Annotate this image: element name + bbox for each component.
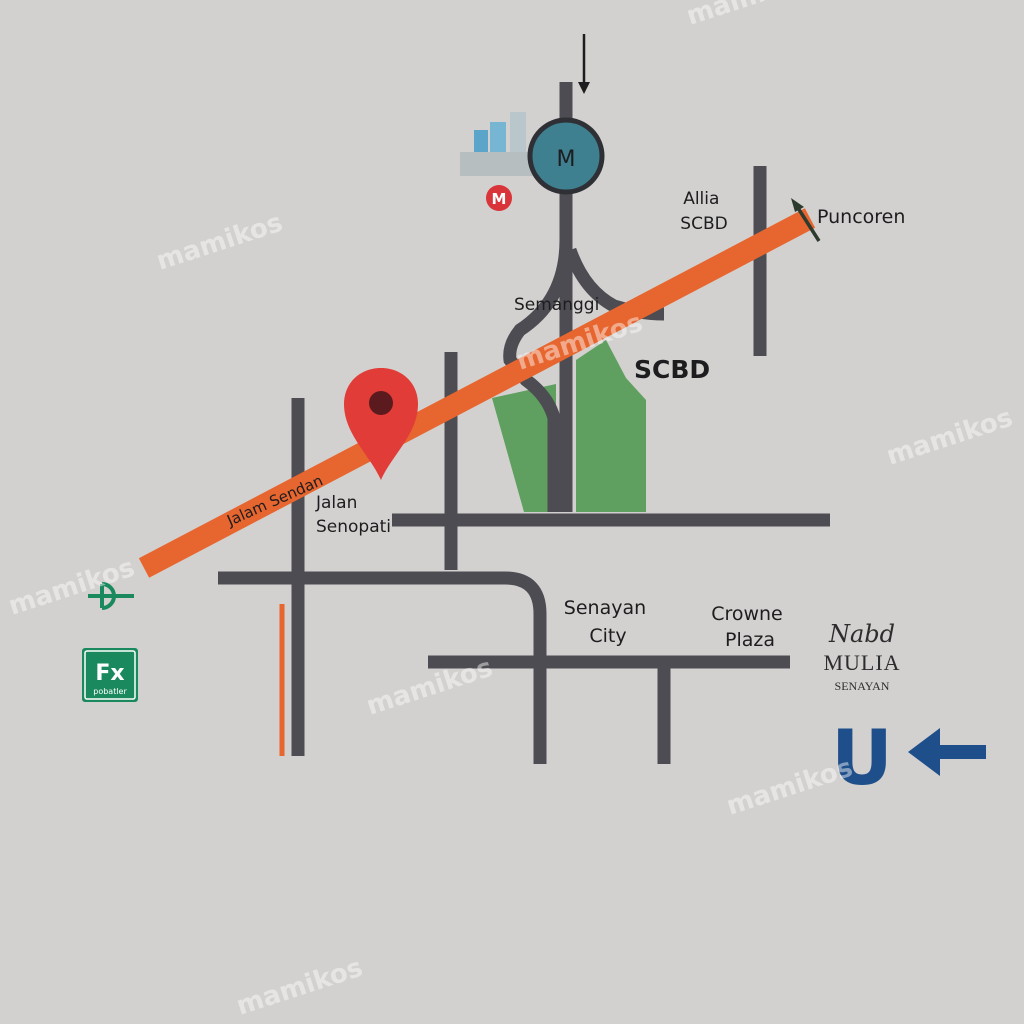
place-senayan-city-label: Senayan City bbox=[564, 597, 652, 647]
place-puncoren-label: Puncoren bbox=[817, 206, 905, 228]
arrow-down-icon bbox=[578, 34, 590, 94]
hotel-mulia-logo[interactable]: Nabd MULIA SENAYAN bbox=[823, 620, 900, 693]
hotel-sub-text: SENAYAN bbox=[835, 679, 890, 693]
scbd-park-area bbox=[492, 384, 556, 512]
arrow-left-icon bbox=[908, 728, 986, 776]
u-logo-text: U bbox=[831, 713, 893, 802]
metro-small-letter: M bbox=[492, 190, 507, 208]
place-semanggi-label: Semanggi bbox=[514, 295, 599, 315]
arrow-northeast-icon bbox=[791, 198, 821, 242]
road-lower-horizontal bbox=[218, 571, 547, 764]
station-building-part bbox=[510, 112, 526, 152]
fx-logo-text: Fx bbox=[95, 661, 124, 686]
transit-sign-icon bbox=[88, 582, 134, 610]
place-jalan-senopati-label: Jalan Senopati bbox=[315, 493, 391, 537]
hotel-name-text: MULIA bbox=[823, 650, 900, 675]
metro-letter: M bbox=[557, 147, 576, 172]
u-logo[interactable]: U bbox=[831, 713, 893, 802]
fx-logo-subtext: pobatler bbox=[93, 687, 127, 696]
scbd-park-area-east bbox=[576, 340, 646, 512]
metro-icon bbox=[527, 117, 605, 195]
station-building-part bbox=[490, 122, 506, 152]
highway-jalam-sendan[interactable] bbox=[138, 208, 816, 578]
metro-small-icon[interactable]: M bbox=[486, 185, 512, 211]
place-scbd-label: SCBD bbox=[634, 355, 710, 384]
place-crowne-plaza-label: Crowne Plaza bbox=[711, 603, 789, 651]
place-allia-label: Allia SCBD bbox=[680, 189, 727, 234]
road-semanggi-west-curve bbox=[503, 239, 573, 512]
fx-logo[interactable]: Fx pobatler bbox=[82, 648, 138, 702]
metro-station[interactable]: M bbox=[460, 112, 605, 195]
map-pin-icon[interactable] bbox=[344, 368, 418, 480]
station-building-part bbox=[474, 130, 488, 152]
hotel-script-text: Nabd bbox=[828, 620, 895, 648]
